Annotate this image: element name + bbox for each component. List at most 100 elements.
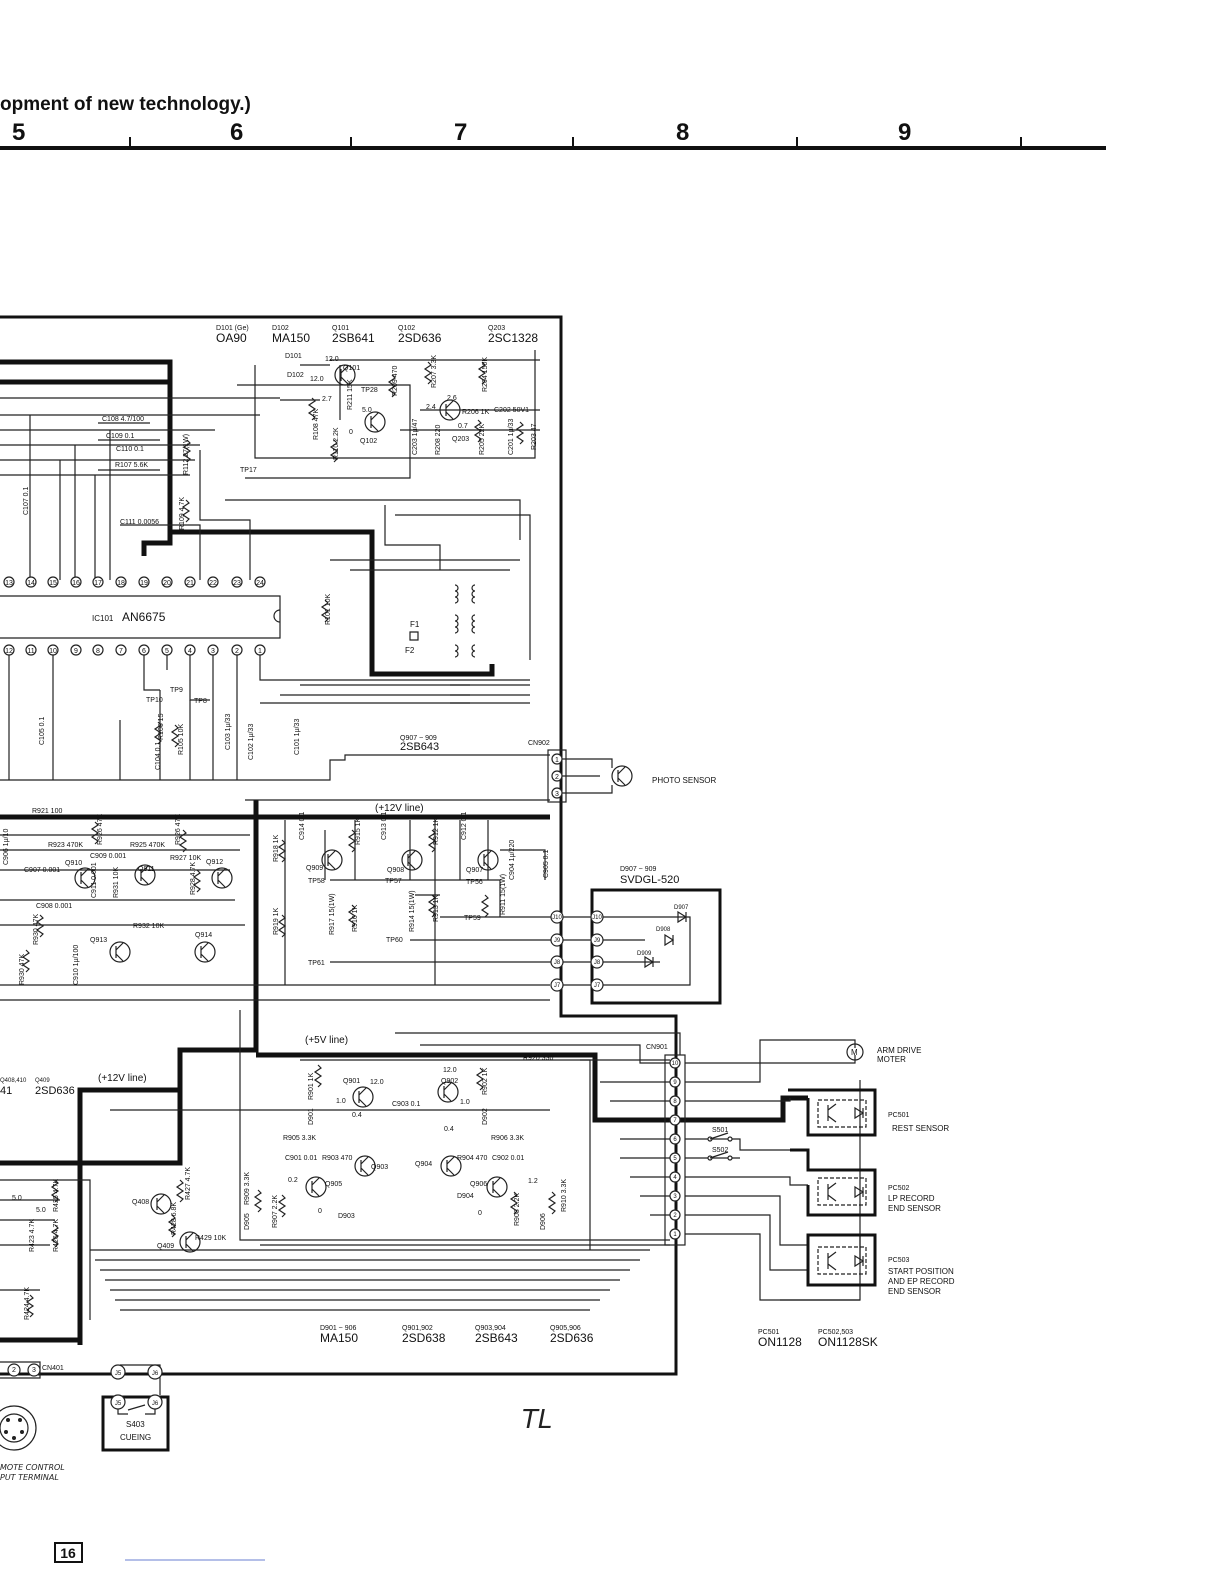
svg-text:3: 3 bbox=[211, 648, 215, 655]
svg-text:R909 3.3K: R909 3.3K bbox=[244, 1172, 251, 1205]
svg-text:D906: D906 bbox=[540, 1213, 547, 1230]
svg-text:D907 ~ 909: D907 ~ 909 bbox=[620, 866, 656, 873]
svg-text:11: 11 bbox=[27, 648, 34, 655]
svg-text:C910 1μ/100: C910 1μ/100 bbox=[73, 945, 80, 985]
svg-text:Q908: Q908 bbox=[387, 867, 404, 874]
svg-text:R424 4.7K: R424 4.7K bbox=[24, 1287, 31, 1320]
svg-text:R928 4.7K: R928 4.7K bbox=[190, 862, 197, 895]
svg-text:1.2: 1.2 bbox=[528, 1178, 538, 1185]
svg-text:PUT TERMINAL: PUT TERMINAL bbox=[0, 1473, 59, 1482]
switches-s501-s502 bbox=[707, 1132, 733, 1161]
svg-text:R106 15: R106 15 bbox=[158, 713, 165, 740]
svg-text:Q907: Q907 bbox=[466, 867, 483, 874]
svg-text:TP58: TP58 bbox=[308, 878, 325, 885]
svg-text:5.0: 5.0 bbox=[362, 407, 372, 414]
svg-text:D909: D909 bbox=[637, 951, 652, 957]
svg-text:R914 15(1W): R914 15(1W) bbox=[409, 890, 416, 932]
svg-text:12.0: 12.0 bbox=[443, 1067, 457, 1074]
svg-text:J9: J9 bbox=[554, 938, 561, 944]
s403-switch: J5 J6 bbox=[101, 1394, 170, 1452]
svg-text:21: 21 bbox=[186, 580, 194, 587]
svg-text:41: 41 bbox=[0, 1085, 12, 1097]
svg-text:J7: J7 bbox=[554, 983, 561, 989]
svg-text:J6: J6 bbox=[152, 1371, 159, 1377]
svg-text:C201 1μ/33: C201 1μ/33 bbox=[508, 419, 515, 455]
svg-text:Q909: Q909 bbox=[306, 865, 323, 872]
svg-text:12: 12 bbox=[5, 648, 13, 655]
column-6: 6 bbox=[230, 119, 243, 146]
tl-mark: TL bbox=[522, 1405, 552, 1435]
svg-text:J5: J5 bbox=[115, 1401, 122, 1407]
svg-text:Q901,902: Q901,902 bbox=[402, 1325, 433, 1332]
svg-text:Q906: Q906 bbox=[470, 1181, 487, 1188]
svg-text:F1: F1 bbox=[410, 620, 420, 629]
svg-text:TP56: TP56 bbox=[466, 879, 483, 886]
svg-text:TP17: TP17 bbox=[240, 467, 257, 474]
svg-text:Q907 ~ 909: Q907 ~ 909 bbox=[400, 735, 437, 742]
svg-text:C104 0.1: C104 0.1 bbox=[155, 741, 162, 770]
svg-text:2.7: 2.7 bbox=[322, 396, 332, 403]
svg-text:2.4: 2.4 bbox=[426, 404, 436, 411]
svg-text:Q912: Q912 bbox=[206, 859, 223, 866]
svg-text:D102: D102 bbox=[272, 325, 289, 332]
svg-text:2: 2 bbox=[235, 648, 239, 655]
header-caption: opment of new technology.) bbox=[0, 94, 251, 115]
svg-text:MA150: MA150 bbox=[272, 331, 310, 345]
svg-text:TP59: TP59 bbox=[464, 915, 481, 922]
svg-text:Q905: Q905 bbox=[325, 1181, 342, 1188]
svg-text:D904: D904 bbox=[457, 1193, 474, 1200]
svg-text:10: 10 bbox=[49, 648, 57, 655]
svg-text:24: 24 bbox=[256, 580, 264, 587]
svg-text:CN401: CN401 bbox=[42, 1365, 64, 1372]
svg-text:C901 0.01: C901 0.01 bbox=[285, 1155, 317, 1162]
svg-text:C905 0.1: C905 0.1 bbox=[543, 849, 550, 878]
svg-text:R919 1K: R919 1K bbox=[273, 907, 280, 935]
svg-text:R425 4.7K: R425 4.7K bbox=[53, 1179, 60, 1212]
pcb-outline bbox=[0, 315, 678, 1376]
svg-text:R920 330: R920 330 bbox=[523, 1055, 553, 1062]
svg-text:M: M bbox=[851, 1048, 858, 1057]
svg-text:2SB643: 2SB643 bbox=[400, 741, 439, 753]
svg-text:C110 0.1: C110 0.1 bbox=[116, 446, 144, 453]
ic101-ref: IC101 bbox=[92, 614, 114, 623]
svg-text:PHOTO SENSOR: PHOTO SENSOR bbox=[652, 776, 717, 785]
svg-text:C109 0.1: C109 0.1 bbox=[106, 433, 135, 440]
svg-text:Q409: Q409 bbox=[157, 1243, 174, 1250]
svg-text:C107 0.1: C107 0.1 bbox=[23, 486, 30, 515]
svg-text:R925 470K: R925 470K bbox=[130, 842, 165, 849]
svg-text:C108 4.7/100: C108 4.7/100 bbox=[102, 416, 144, 423]
pc502-sensor bbox=[790, 1148, 877, 1217]
svg-text:PC502: PC502 bbox=[888, 1185, 910, 1192]
motor-symbol bbox=[846, 1043, 864, 1061]
svg-text:2: 2 bbox=[555, 774, 559, 781]
svg-text:TP60: TP60 bbox=[386, 937, 403, 944]
svg-text:MA150: MA150 bbox=[320, 1331, 358, 1345]
svg-text:16: 16 bbox=[60, 1545, 76, 1561]
svg-text:R208 220: R208 220 bbox=[435, 425, 442, 455]
svg-text:8: 8 bbox=[96, 648, 100, 655]
svg-text:R927 10K: R927 10K bbox=[170, 855, 201, 862]
svg-text:D908: D908 bbox=[656, 927, 671, 933]
svg-text:C902 0.01: C902 0.01 bbox=[492, 1155, 524, 1162]
svg-text:15: 15 bbox=[49, 580, 57, 587]
svg-text:0.2: 0.2 bbox=[288, 1177, 298, 1184]
svg-text:C103 1μ/33: C103 1μ/33 bbox=[225, 714, 232, 750]
svg-text:23: 23 bbox=[233, 580, 241, 587]
svg-text:Q901: Q901 bbox=[343, 1078, 360, 1085]
svg-text:0: 0 bbox=[318, 1208, 322, 1215]
svg-text:R110 2.2K: R110 2.2K bbox=[333, 427, 340, 460]
svg-text:0.4: 0.4 bbox=[352, 1112, 362, 1119]
svg-text:R923 470K: R923 470K bbox=[48, 842, 83, 849]
svg-text:C903 0.1: C903 0.1 bbox=[392, 1101, 421, 1108]
svg-text:Q902: Q902 bbox=[441, 1078, 458, 1085]
svg-text:16: 16 bbox=[72, 580, 80, 587]
svg-text:J9: J9 bbox=[594, 938, 601, 944]
svg-text:0: 0 bbox=[478, 1210, 482, 1217]
svg-text:ON1128: ON1128 bbox=[758, 1335, 802, 1349]
svg-text:2: 2 bbox=[12, 1367, 16, 1374]
svg-text:R932 10K: R932 10K bbox=[133, 923, 164, 930]
svg-text:6: 6 bbox=[673, 1137, 677, 1143]
svg-text:OA90: OA90 bbox=[216, 331, 247, 345]
svg-text:PC503: PC503 bbox=[888, 1257, 910, 1264]
